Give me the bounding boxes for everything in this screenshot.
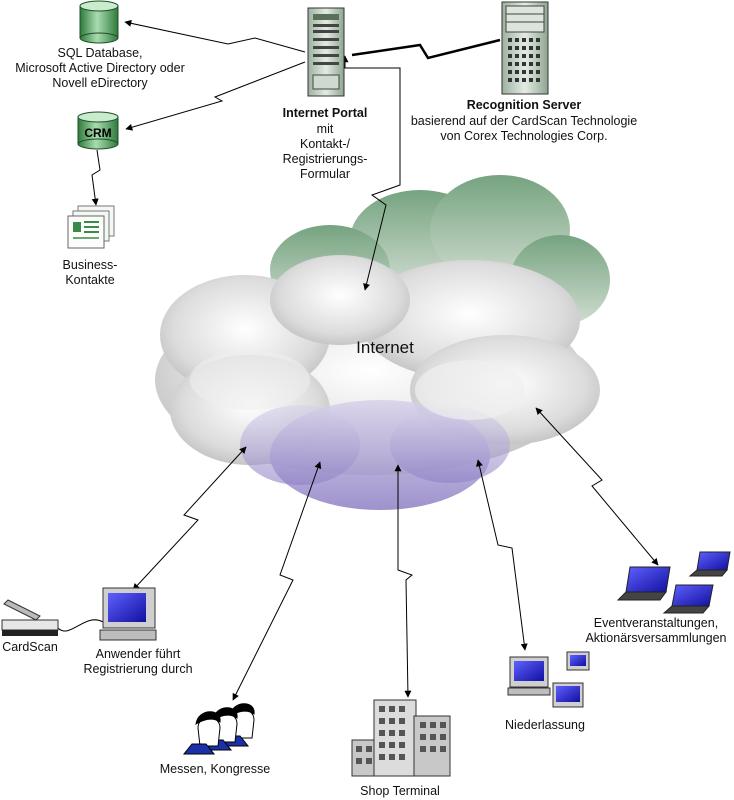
workstation-icon bbox=[99, 587, 157, 641]
link-crm-contacts bbox=[91, 149, 101, 206]
shop-terminal-label: Shop Terminal bbox=[360, 784, 440, 798]
crm-badge: CRM bbox=[84, 126, 111, 140]
internet-label: Internet bbox=[356, 338, 414, 357]
link-internet-shop bbox=[394, 464, 413, 698]
events-label: Eventveranstaltungen, Aktionärsversammlu… bbox=[585, 616, 727, 645]
link-portal-internet bbox=[341, 55, 401, 291]
niederlassung-label: Niederlassung bbox=[505, 718, 585, 732]
link-internet-niederlassung bbox=[476, 459, 528, 651]
link-internet-anwender bbox=[132, 446, 247, 591]
internet-cloud-icon bbox=[155, 175, 610, 510]
database-icon bbox=[79, 0, 119, 44]
link-portal-db bbox=[124, 19, 306, 53]
people-icon bbox=[182, 703, 255, 755]
scanner-icon bbox=[1, 599, 59, 636]
portal-subtitle: mit Kontakt-/ Registrierungs- Formular bbox=[282, 122, 368, 181]
scanner-cable bbox=[57, 619, 104, 632]
portal-title: Internet Portal bbox=[282, 106, 368, 120]
crm-database-icon bbox=[77, 111, 119, 150]
link-portal-recognition bbox=[351, 38, 501, 60]
sql-database-label: SQL Database, Microsoft Active Directory… bbox=[15, 46, 185, 90]
connections bbox=[57, 19, 659, 701]
messen-label: Messen, Kongresse bbox=[159, 762, 271, 776]
cardscan-label: CardScan bbox=[2, 640, 58, 654]
branch-computers-icon bbox=[507, 651, 590, 708]
recognition-server-icon bbox=[501, 1, 549, 95]
link-internet-messen bbox=[232, 461, 322, 701]
laptops-icon bbox=[616, 551, 731, 614]
link-internet-events bbox=[535, 407, 659, 566]
recognition-server-subtitle: basierend auf der CardScan Technologie v… bbox=[410, 114, 638, 143]
anwender-label: Anwender führt Registrierung durch bbox=[83, 647, 193, 676]
building-icon bbox=[351, 699, 451, 777]
link-portal-crm bbox=[125, 61, 306, 131]
recognition-server-title: Recognition Server bbox=[466, 98, 582, 112]
business-contacts-label: Business- Kontakte bbox=[62, 258, 118, 287]
portal-server-icon bbox=[307, 7, 345, 97]
contact-cards-icon bbox=[67, 205, 115, 249]
